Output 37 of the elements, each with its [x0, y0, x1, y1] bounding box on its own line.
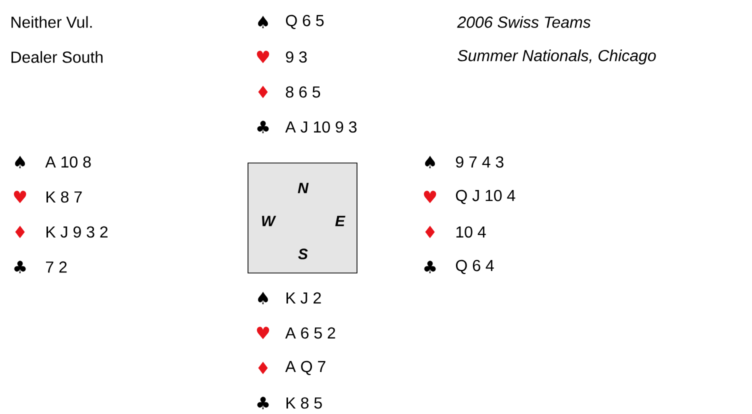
card-holding: Q J 10 4 [456, 190, 516, 204]
heading-text: 2006 Swiss Teams [457, 16, 591, 28]
compass-box: N W E S [248, 162, 358, 274]
card-holding: 7 2 [46, 261, 67, 273]
diamond-icon: ♦ [15, 226, 25, 238]
info-text: Neither Vul. [12, 16, 92, 28]
card-holding: K J 9 3 2 [46, 226, 108, 238]
card-holding: A 10 8 [45, 156, 91, 168]
club-icon: ♣ [257, 396, 269, 410]
heart-icon: ♥ [256, 326, 270, 340]
diamond-icon: ♦ [258, 362, 268, 374]
spade-icon: ♠ [258, 292, 268, 304]
card-holding: K 8 7 [46, 191, 82, 203]
club-icon: ♣ [14, 260, 26, 274]
card-holding: 10 4 [456, 226, 486, 238]
card-holding: 9 7 4 3 [456, 156, 504, 168]
spade-icon: ♠ [15, 156, 25, 168]
spade-icon: ♠ [425, 156, 435, 168]
club-icon: ♣ [424, 260, 436, 274]
info-text: Dealer South [12, 51, 103, 63]
card-holding: 9 3 [286, 51, 307, 63]
card-holding: Q 6 5 [286, 14, 324, 30]
card-holding: A J 10 9 3 [285, 121, 357, 133]
card-holding: A 6 5 2 [285, 327, 336, 339]
card-holding: 8 6 5 [286, 86, 320, 98]
card-holding: K 8 5 [286, 397, 322, 409]
heading-text: Summer Nationals, Chicago [458, 50, 656, 64]
club-icon: ♣ [257, 120, 269, 134]
heart-icon: ♥ [424, 190, 436, 204]
card-holding: Q 6 4 [456, 260, 494, 274]
diamond-icon: ♦ [258, 86, 268, 98]
card-holding: K J 2 [286, 292, 321, 304]
spade-icon: ♠ [258, 16, 268, 28]
heart-icon: ♥ [256, 50, 270, 64]
card-holding: A Q 7 [285, 360, 326, 376]
diamond-icon: ♦ [425, 226, 435, 238]
heart-icon: ♥ [14, 190, 26, 204]
